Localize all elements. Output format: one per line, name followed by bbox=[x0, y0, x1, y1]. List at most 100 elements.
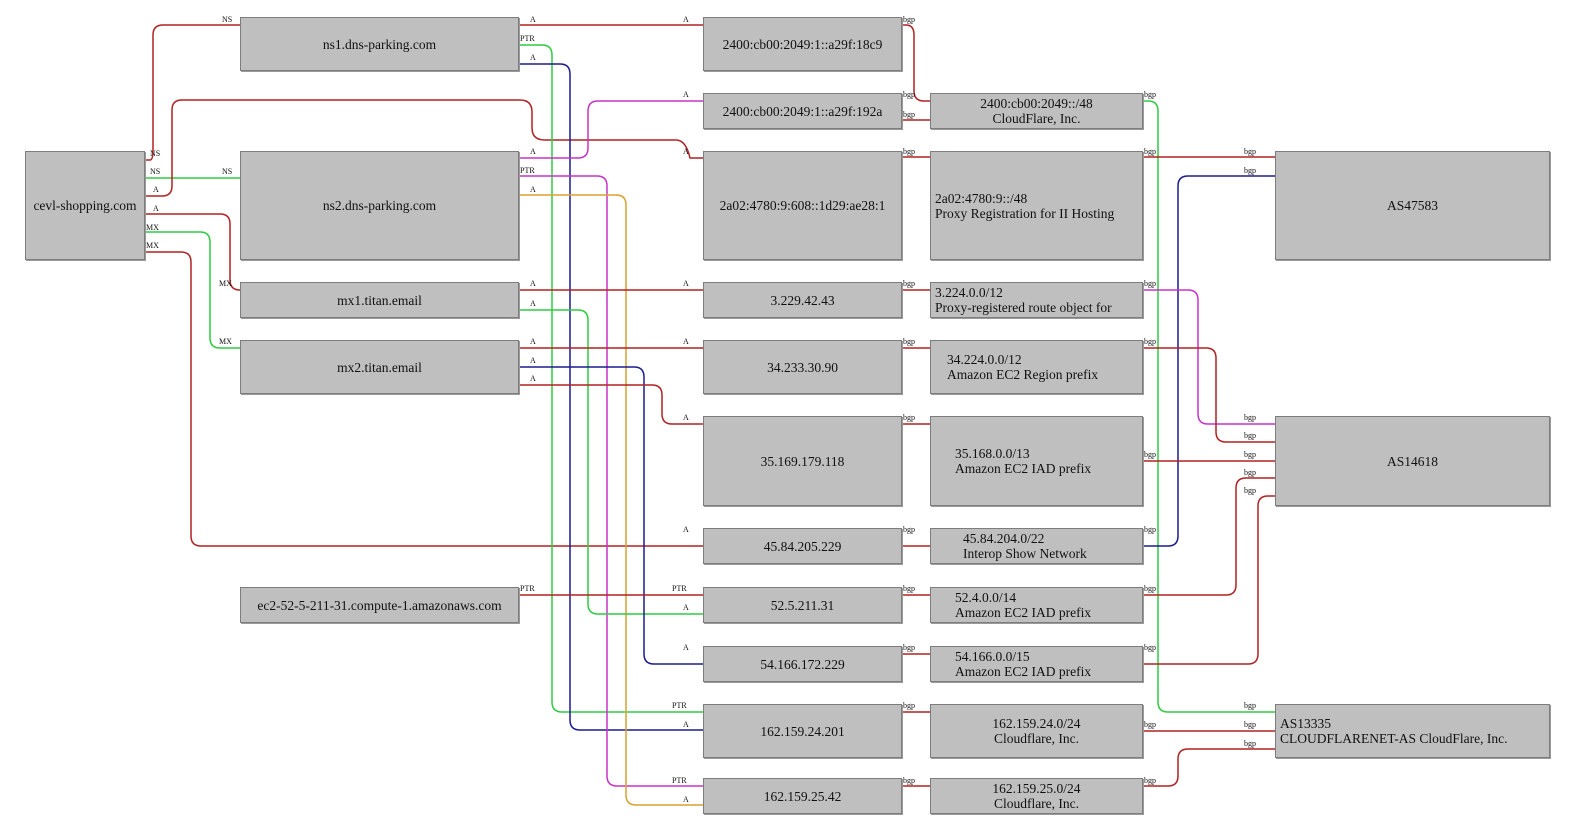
edge-mx2-ip6 bbox=[519, 366, 703, 665]
edge-ip6a-pfx1 bbox=[902, 24, 930, 102]
edge-label-a: A bbox=[153, 185, 159, 194]
node-label: 52.5.211.31 bbox=[770, 597, 835, 613]
edge-label-bgp: bgp bbox=[903, 776, 915, 785]
edge-ns2-ip8 bbox=[519, 194, 703, 806]
edge-label-bgp: bgp bbox=[903, 413, 915, 422]
ip-node-ip4[interactable]: 45.84.205.229 bbox=[703, 528, 902, 564]
edge-root-mx1 bbox=[145, 213, 241, 291]
edge-label-bgp: bgp bbox=[903, 110, 915, 119]
edge-label-bgp: bgp bbox=[1244, 701, 1256, 710]
edge-label-mx: MX bbox=[219, 279, 232, 288]
edge-label-bgp: bgp bbox=[903, 90, 915, 99]
ip-node-ip2[interactable]: 34.233.30.90 bbox=[703, 340, 902, 394]
prefix-owner: Cloudflare, Inc. bbox=[993, 796, 1080, 811]
prefix-cidr: 3.224.0.0/12 bbox=[935, 285, 1003, 300]
edge-label-a: A bbox=[530, 53, 536, 62]
ip-node-ip6[interactable]: 54.166.172.229 bbox=[703, 646, 902, 682]
edge-label-bgp: bgp bbox=[1144, 720, 1156, 729]
ip-node-ip6b[interactable]: 2400:cb00:2049:1::a29f:192a bbox=[703, 93, 902, 129]
as-name: CLOUDFLARENET-AS CloudFlare, Inc. bbox=[1280, 731, 1508, 746]
prefix-cidr: 162.159.25.0/24 bbox=[992, 781, 1081, 796]
edge-label-a: A bbox=[683, 643, 689, 652]
as-node-as47583[interactable]: AS47583 bbox=[1275, 151, 1550, 260]
edge-mx2-ip3 bbox=[519, 384, 703, 425]
node-label: 34.233.30.90 bbox=[767, 359, 838, 375]
edge-label-bgp: bgp bbox=[1244, 431, 1256, 440]
node-label: 2400:cb00:2049:1::a29f:192a bbox=[722, 103, 883, 119]
edge-label-a: A bbox=[530, 279, 536, 288]
edge-label-a: A bbox=[683, 147, 689, 156]
node-label: AS14618 bbox=[1386, 453, 1438, 469]
edge-label-bgp: bgp bbox=[1244, 413, 1256, 422]
host-node-ec2[interactable]: ec2-52-5-211-31.compute-1.amazonaws.com bbox=[240, 587, 519, 623]
node-label: ec2-52-5-211-31.compute-1.amazonaws.com bbox=[257, 597, 502, 613]
host-node-mx2[interactable]: mx2.titan.email bbox=[240, 340, 519, 394]
edge-label-bgp: bgp bbox=[1144, 584, 1156, 593]
ip-node-ip6c[interactable]: 2a02:4780:9:608::1d29:ae28:1 bbox=[703, 151, 902, 260]
domain-node-root[interactable]: cevl-shopping.com bbox=[25, 151, 145, 260]
edge-label-bgp: bgp bbox=[1244, 147, 1256, 156]
edge-root-ns1 bbox=[145, 24, 240, 161]
edge-label-bgp: bgp bbox=[1144, 450, 1156, 459]
prefix-cidr: 52.4.0.0/14 bbox=[955, 590, 1017, 605]
ip-node-ip5[interactable]: 52.5.211.31 bbox=[703, 587, 902, 623]
edge-label-bgp: bgp bbox=[903, 643, 915, 652]
edge-label-bgp: bgp bbox=[1144, 279, 1156, 288]
edge-pfx4-as2 bbox=[1143, 347, 1275, 443]
node-label: 35.169.179.118 bbox=[760, 453, 845, 469]
ip-node-ip3[interactable]: 35.169.179.118 bbox=[703, 416, 902, 506]
edge-label-bgp: bgp bbox=[1144, 337, 1156, 346]
prefix-owner: Amazon EC2 IAD prefix bbox=[955, 664, 1092, 679]
edge-label-bgp: bgp bbox=[1244, 720, 1256, 729]
edge-label-ptr: PTR bbox=[672, 584, 687, 593]
edge-label-bgp: bgp bbox=[1144, 90, 1156, 99]
prefix-cidr: 2a02:4780:9::/48 bbox=[935, 190, 1028, 206]
edge-label-bgp: bgp bbox=[1244, 739, 1256, 748]
ip-node-ip1[interactable]: 3.229.42.43 bbox=[703, 282, 902, 318]
edge-ns1-ip7 bbox=[519, 63, 703, 731]
ip-node-ip7[interactable]: 162.159.24.201 bbox=[703, 704, 902, 758]
edge-label-mx: MX bbox=[146, 241, 159, 250]
node-label: 45.84.205.229 bbox=[763, 538, 842, 554]
edge-label-a: A bbox=[530, 147, 536, 156]
ip-node-ip8[interactable]: 162.159.25.42 bbox=[703, 778, 902, 814]
prefix-cidr: 54.166.0.0/15 bbox=[955, 649, 1030, 664]
edge-label-ptr: PTR bbox=[672, 701, 687, 710]
edge-label-bgp: bgp bbox=[1244, 450, 1256, 459]
edge-label-a: A bbox=[530, 299, 536, 308]
edge-mx1-ip5 bbox=[519, 309, 703, 615]
ip-node-ip6a[interactable]: 2400:cb00:2049:1::a29f:18c9 bbox=[703, 17, 902, 71]
edge-label-ptr: PTR bbox=[520, 584, 535, 593]
node-label: AS47583 bbox=[1386, 198, 1438, 213]
edge-label-ns: NS bbox=[150, 149, 161, 158]
host-node-ns1[interactable]: ns1.dns-parking.com bbox=[240, 17, 519, 71]
host-node-ns2[interactable]: ns2.dns-parking.com bbox=[240, 151, 519, 260]
prefix-owner: Amazon EC2 Region prefix bbox=[947, 367, 1099, 382]
edge-label-bgp: bgp bbox=[1244, 166, 1256, 175]
edge-ns2-ptr bbox=[519, 175, 703, 787]
edge-label-a: A bbox=[683, 603, 689, 612]
edge-label-a: A bbox=[683, 279, 689, 288]
edge-label-ptr: PTR bbox=[672, 776, 687, 785]
node-label: 54.166.172.229 bbox=[760, 656, 845, 672]
prefix-owner: Amazon EC2 IAD prefix bbox=[955, 461, 1092, 476]
edge-pfx8-as2 bbox=[1143, 495, 1275, 665]
prefix-owner: Amazon EC2 IAD prefix bbox=[955, 605, 1092, 620]
node-label: 2a02:4780:9:608::1d29:ae28:1 bbox=[719, 198, 886, 213]
edge-label-a: A bbox=[530, 15, 536, 24]
as-node-as14618[interactable]: AS14618 bbox=[1275, 416, 1550, 506]
edge-label-a: A bbox=[683, 337, 689, 346]
host-node-mx1[interactable]: mx1.titan.email bbox=[240, 282, 519, 318]
